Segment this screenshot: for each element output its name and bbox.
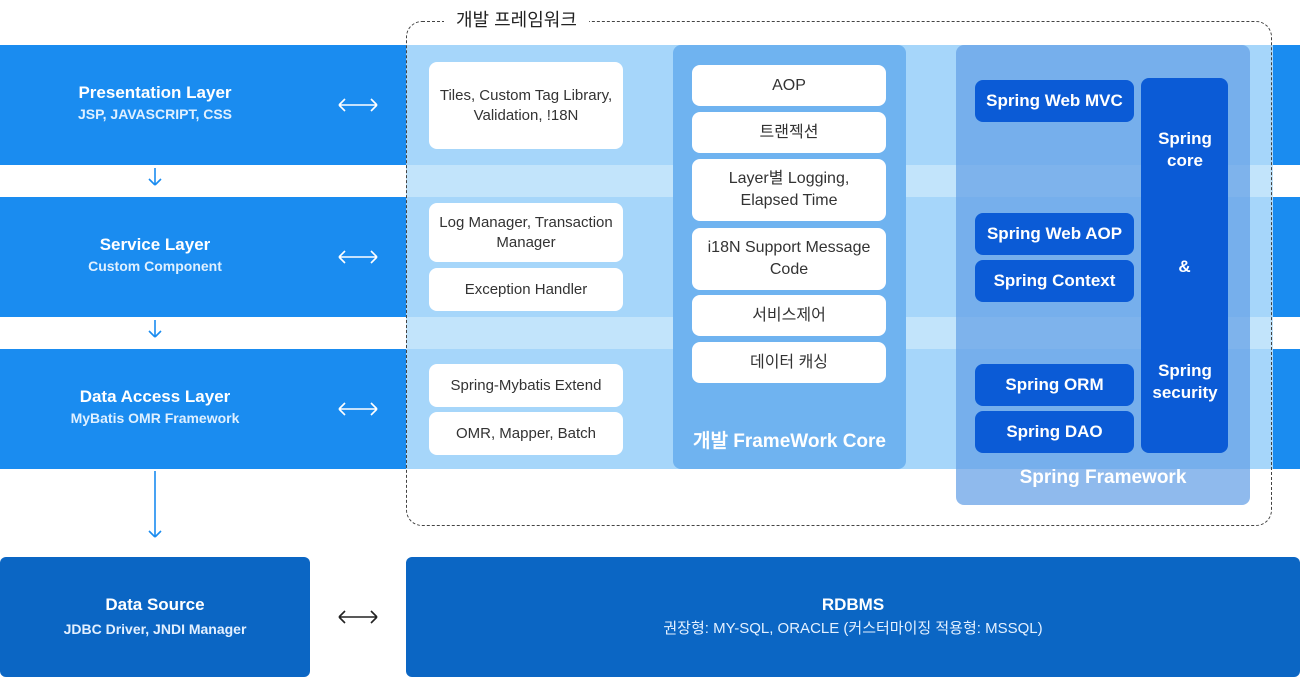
spring-context-box: Spring Context [975, 260, 1134, 302]
spring-web-aop-box: Spring Web AOP [975, 213, 1134, 255]
service-component: Log Manager, Transaction Manager [429, 203, 623, 262]
presentation-layer-name: Presentation Layer [78, 83, 232, 102]
core-item-aop: AOP [692, 65, 886, 106]
data-source-box: Data Source JDBC Driver, JNDI Manager [0, 557, 310, 677]
double-arrow-icon [338, 402, 378, 416]
double-arrow-icon [338, 98, 378, 112]
service-layer-name: Service Layer [99, 235, 211, 254]
presentation-layer-tech: JSP, JAVASCRIPT, CSS [77, 106, 233, 122]
service-layer-tech: Custom Component [88, 258, 222, 274]
service-component: Exception Handler [429, 268, 623, 311]
presentation-layer-title: Presentation Layer JSP, JAVASCRIPT, CSS [0, 82, 310, 124]
spring-web-mvc-box: Spring Web MVC [975, 80, 1134, 122]
framework-dashed-border [406, 21, 1272, 526]
spring-framework-label: Spring Framework [1019, 467, 1187, 488]
down-arrow-icon [148, 168, 162, 186]
service-layer-title: Service Layer Custom Component [0, 234, 310, 276]
spring-security-text: Spring security [1152, 361, 1218, 402]
double-arrow-icon [338, 610, 378, 624]
spring-core-text: Spring core [1158, 129, 1212, 170]
data-component: Spring-Mybatis Extend [429, 364, 623, 407]
data-access-layer-name: Data Access Layer [79, 387, 231, 406]
spring-dao-box: Spring DAO [975, 411, 1134, 453]
data-access-layer-tech: MyBatis OMR Framework [70, 410, 240, 426]
data-source-subtitle: JDBC Driver, JNDI Manager [63, 621, 247, 637]
core-item-transaction: 트랜젝션 [692, 112, 886, 153]
framework-core-label: 개발 FrameWork Core [693, 431, 886, 452]
data-source-title: Data Source [105, 595, 205, 614]
rdbms-subtitle: 권장형: MY-SQL, ORACLE (커스터마이징 적용형: MSSQL) [663, 620, 1043, 637]
core-item-data-caching: 데이터 캐싱 [692, 342, 886, 383]
double-arrow-icon [338, 250, 378, 264]
data-access-layer-title: Data Access Layer MyBatis OMR Framework [0, 386, 310, 428]
down-arrow-icon [148, 471, 162, 538]
rdbms-box: RDBMS 권장형: MY-SQL, ORACLE (커스터마이징 적용형: M… [406, 557, 1300, 677]
down-arrow-icon [148, 320, 162, 338]
spring-core-security-box: Spring core & Spring security [1141, 78, 1228, 453]
data-component: OMR, Mapper, Batch [429, 412, 623, 455]
rdbms-title: RDBMS [821, 595, 885, 614]
framework-title: 개발 프레임워크 [444, 8, 589, 32]
core-item-i18n: i18N Support Message Code [692, 228, 886, 290]
ampersand-text: & [1178, 257, 1191, 276]
spring-orm-box: Spring ORM [975, 364, 1134, 406]
core-item-service-control: 서비스제어 [692, 295, 886, 336]
presentation-component: Tiles, Custom Tag Library, Validation, !… [429, 62, 623, 149]
core-item-logging: Layer별 Logging, Elapsed Time [692, 159, 886, 221]
